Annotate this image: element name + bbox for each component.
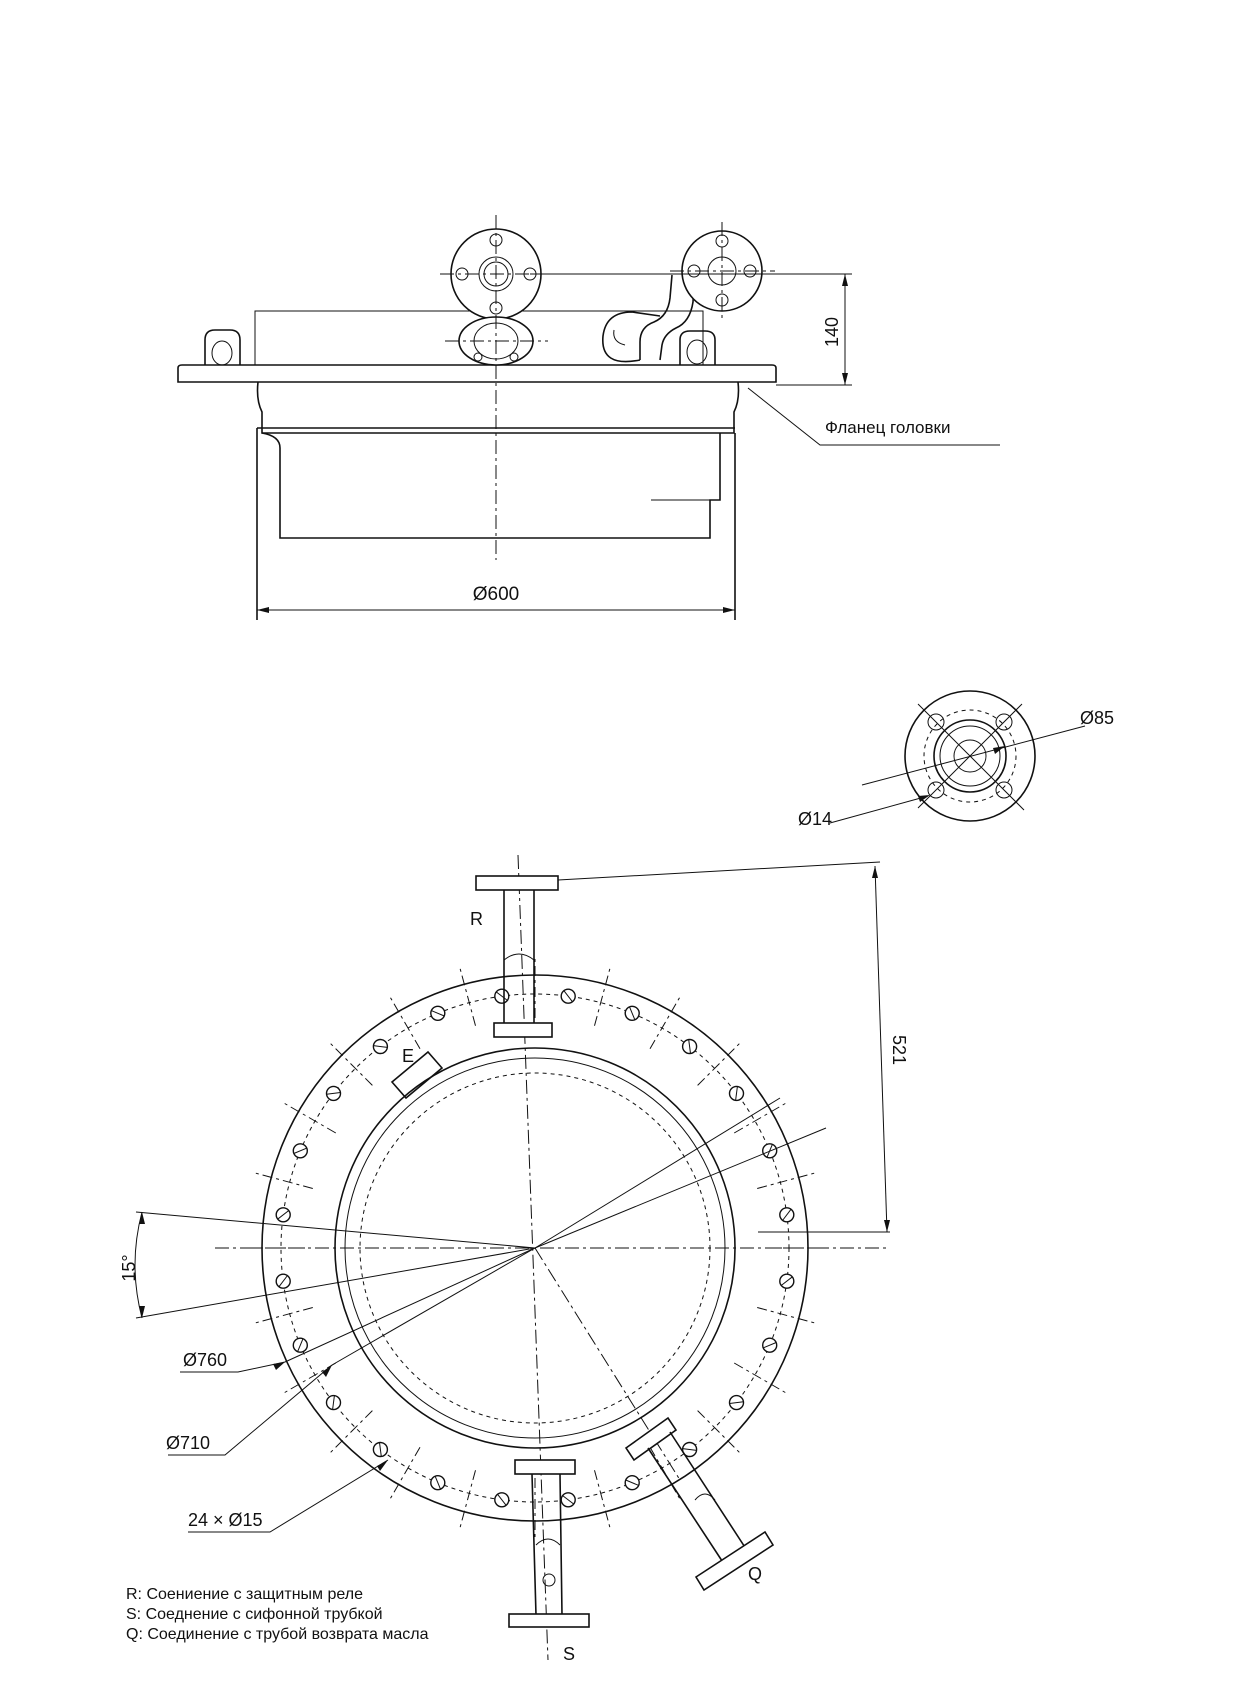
dim-710: Ø710: [166, 1433, 210, 1453]
side-view: 140 Фланец головки Ø600: [177, 215, 1000, 620]
flange-plate: [177, 364, 777, 383]
label-r: R: [470, 909, 483, 929]
bent-pipe: [602, 230, 763, 363]
legend-item-r: R: Соениение с защитным реле: [126, 1586, 363, 1603]
head-flange-label: Фланец головки: [825, 418, 950, 437]
nozzle-e: E: [390, 1046, 444, 1100]
dim-14: Ø14: [798, 809, 832, 829]
flange-detail: Ø85 Ø14: [798, 690, 1114, 829]
legend-item-q: Q: Соединение с трубой возврата масла: [126, 1626, 429, 1643]
dim-760: Ø760: [183, 1350, 227, 1370]
tank-inner: [261, 432, 721, 539]
right-lug: [679, 330, 716, 365]
dim-521: 521: [889, 1035, 909, 1065]
legend-item-s: S: Соеднение с сифонной трубкой: [126, 1606, 383, 1623]
pipe-q: Q: [624, 1416, 775, 1592]
dim-600: Ø600: [473, 584, 519, 605]
neck: [256, 381, 740, 434]
plan-view: R E S Q 521: [119, 854, 909, 1664]
dim-holes: 24 × Ø15: [188, 1510, 263, 1530]
label-e: E: [402, 1046, 414, 1066]
dim-15: 15°: [119, 1254, 139, 1281]
left-lug: [204, 329, 241, 365]
bolt-holes: [243, 956, 827, 1540]
pipe-s: S: [508, 1459, 590, 1664]
pipe-r: R: [470, 875, 559, 1038]
label-s: S: [563, 1644, 575, 1664]
dim-85: Ø85: [1080, 708, 1114, 728]
legend: R: Соениение с защитным реле S: Соеднени…: [126, 1585, 429, 1645]
dim-140: 140: [822, 317, 842, 347]
label-q: Q: [748, 1564, 762, 1584]
